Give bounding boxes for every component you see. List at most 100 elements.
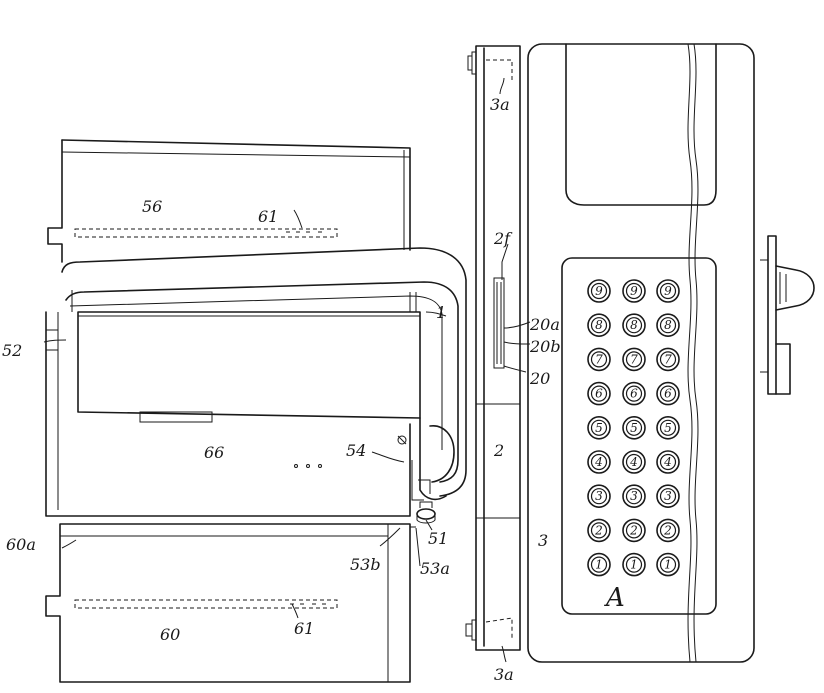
key-cap [590, 317, 608, 334]
key-label: 5 [595, 421, 603, 435]
key-cap [625, 317, 643, 334]
key-label: 7 [595, 352, 603, 366]
label-61-bottom: 61 [294, 619, 314, 638]
key-7-col-3[interactable]: 7 [656, 347, 680, 372]
label-56: 56 [142, 197, 162, 216]
label-2f: 2f [493, 229, 513, 248]
key-cap [625, 522, 643, 539]
key-cap [590, 282, 608, 300]
reference-numerals: 56 61 1 52 66 54 51 53b 53a 60a 60 61 2f… [2, 95, 625, 684]
key-1-col-2[interactable]: 1 [622, 552, 646, 577]
key-label: 1 [664, 558, 672, 572]
label-3a-top: 3a [490, 95, 510, 114]
key-cap [625, 453, 643, 471]
middle-tray-66 [45, 311, 411, 517]
key-3-col-2[interactable]: 3 [622, 484, 646, 509]
key-5-col-3[interactable]: 5 [656, 415, 680, 440]
key-label: 7 [664, 352, 672, 366]
key-6-col-1[interactable]: 6 [587, 381, 611, 406]
key-label: 3 [664, 489, 672, 503]
key-4-col-1[interactable]: 4 [587, 450, 611, 474]
key-8-col-3[interactable]: 8 [656, 313, 680, 338]
key-2-col-2[interactable]: 2 [622, 518, 646, 543]
key-cap [659, 351, 677, 368]
key-label: 6 [664, 387, 672, 401]
side-frame-2 [465, 45, 521, 651]
key-label: 2 [663, 523, 672, 537]
key-9-col-3[interactable]: 9 [656, 279, 680, 303]
key-label: 7 [630, 352, 638, 366]
key-8-col-1[interactable]: 8 [587, 313, 611, 338]
key-cap [659, 453, 677, 471]
key-8-col-2[interactable]: 8 [622, 313, 646, 338]
key-cap [625, 351, 643, 368]
key-3-col-1[interactable]: 3 [587, 484, 611, 509]
key-cap [625, 556, 643, 573]
label-60: 60 [160, 625, 180, 644]
bracket-54 [411, 417, 455, 501]
label-3a-bottom: 3a [494, 665, 514, 684]
side-crank[interactable] [760, 235, 815, 395]
key-label: 9 [664, 284, 672, 298]
key-cap [625, 385, 643, 402]
label-3: 3 [538, 531, 548, 550]
key-label: 3 [630, 489, 638, 503]
key-4-col-3[interactable]: 4 [656, 450, 680, 474]
key-label: 2 [594, 523, 603, 537]
key-cap [590, 488, 608, 505]
label-52: 52 [2, 341, 22, 360]
label-53b: 53b [350, 555, 381, 574]
housing-3 [527, 43, 755, 663]
key-5-col-2[interactable]: 5 [622, 415, 646, 440]
key-7-col-2[interactable]: 7 [622, 347, 646, 372]
label-53a: 53a [420, 559, 450, 578]
key-2-col-1[interactable]: 2 [587, 518, 611, 543]
key-9-col-2[interactable]: 9 [622, 279, 646, 303]
key-1-col-1[interactable]: 1 [587, 552, 611, 577]
paper-block [77, 311, 421, 423]
key-label: 4 [629, 455, 638, 469]
curved-cover-1 [61, 247, 467, 497]
key-cap [659, 385, 677, 402]
key-cap [590, 351, 608, 368]
key-cap [659, 556, 677, 573]
label-1: 1 [436, 303, 446, 322]
knob-51[interactable] [416, 501, 436, 524]
label-54: 54 [346, 441, 366, 460]
key-cap [590, 522, 608, 539]
key-6-col-2[interactable]: 6 [622, 381, 646, 406]
key-3-col-3[interactable]: 3 [656, 484, 680, 509]
key-4-col-2[interactable]: 4 [622, 450, 646, 474]
key-label: 5 [630, 421, 638, 435]
label-20a: 20a [529, 315, 560, 334]
key-cap [659, 282, 677, 300]
key-label: 1 [595, 558, 603, 572]
key-cap [625, 488, 643, 505]
key-cap [590, 453, 608, 471]
key-cap [625, 419, 643, 436]
key-cap [659, 419, 677, 436]
key-5-col-1[interactable]: 5 [587, 415, 611, 440]
key-label: 8 [630, 318, 638, 332]
key-6-col-3[interactable]: 6 [656, 381, 680, 406]
key-label: 1 [630, 558, 638, 572]
label-66: 66 [204, 443, 224, 462]
lower-tray-60 [45, 523, 416, 683]
key-label: 4 [663, 455, 672, 469]
key-1-col-3[interactable]: 1 [656, 552, 680, 577]
label-60a: 60a [6, 535, 36, 554]
label-20b: 20b [529, 337, 561, 356]
key-9-col-1[interactable]: 9 [587, 279, 611, 303]
key-2-col-3[interactable]: 2 [656, 518, 680, 543]
key-label: 9 [630, 284, 638, 298]
key-label: 5 [664, 421, 672, 435]
key-label: 8 [664, 318, 672, 332]
key-7-col-1[interactable]: 7 [587, 347, 611, 372]
label-2: 2 [493, 441, 504, 460]
key-label: 6 [595, 387, 603, 401]
key-label: 9 [595, 284, 603, 298]
key-cap [659, 317, 677, 334]
key-cap [590, 556, 608, 573]
